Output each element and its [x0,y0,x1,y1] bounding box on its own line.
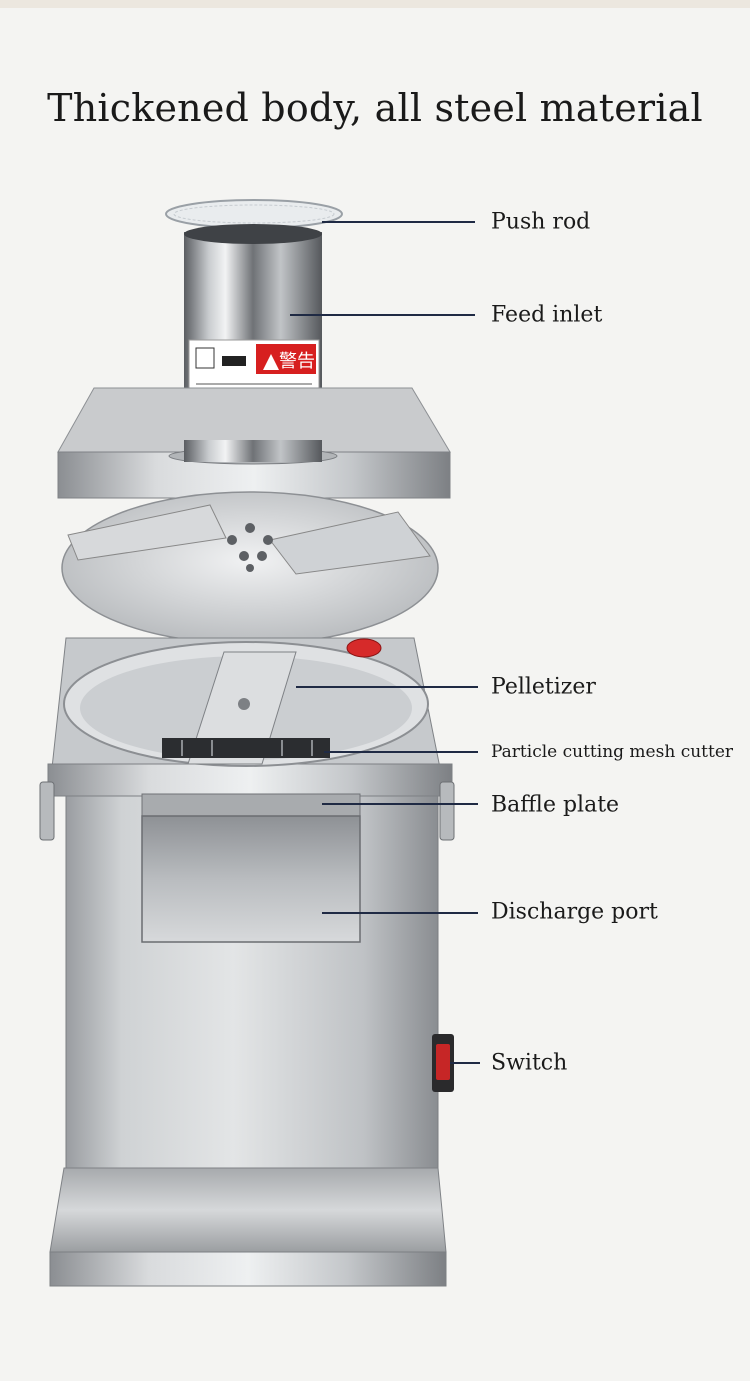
label-baffle-plate: Baffle plate [491,792,620,818]
red-button [346,638,382,658]
callout-line-particle-cutter [324,751,478,753]
callout-line-discharge-port [322,912,478,914]
label-pelletizer: Pelletizer [491,674,596,700]
latch-left [39,781,55,841]
label-discharge-port: Discharge port [491,899,658,925]
discharge-window [141,815,361,943]
label-feed-inlet: Feed inlet [491,302,603,328]
mesh-cutter-slot [162,738,330,758]
label-switch: Switch [491,1050,568,1076]
callout-line-push-rod [322,221,475,223]
page-title: Thickened body, all steel material [47,86,703,130]
switch-toggle [436,1044,450,1080]
top-strip [0,0,750,8]
disc-blade-right [269,511,431,575]
base-plate [49,1167,447,1253]
baffle-plate [141,793,361,817]
warning-heading: 警告 [279,351,315,372]
callout-line-feed-inlet [290,314,475,316]
latch-right [439,781,455,841]
label-push-rod: Push rod [491,209,591,235]
callout-line-baffle-plate [322,803,478,805]
callout-line-pelletizer [296,686,478,688]
disc-blade-left [67,504,227,561]
push-rod-cap [165,199,343,229]
callout-line-switch [450,1062,480,1064]
label-particle-cutter: Particle cutting mesh cutter [491,742,734,762]
